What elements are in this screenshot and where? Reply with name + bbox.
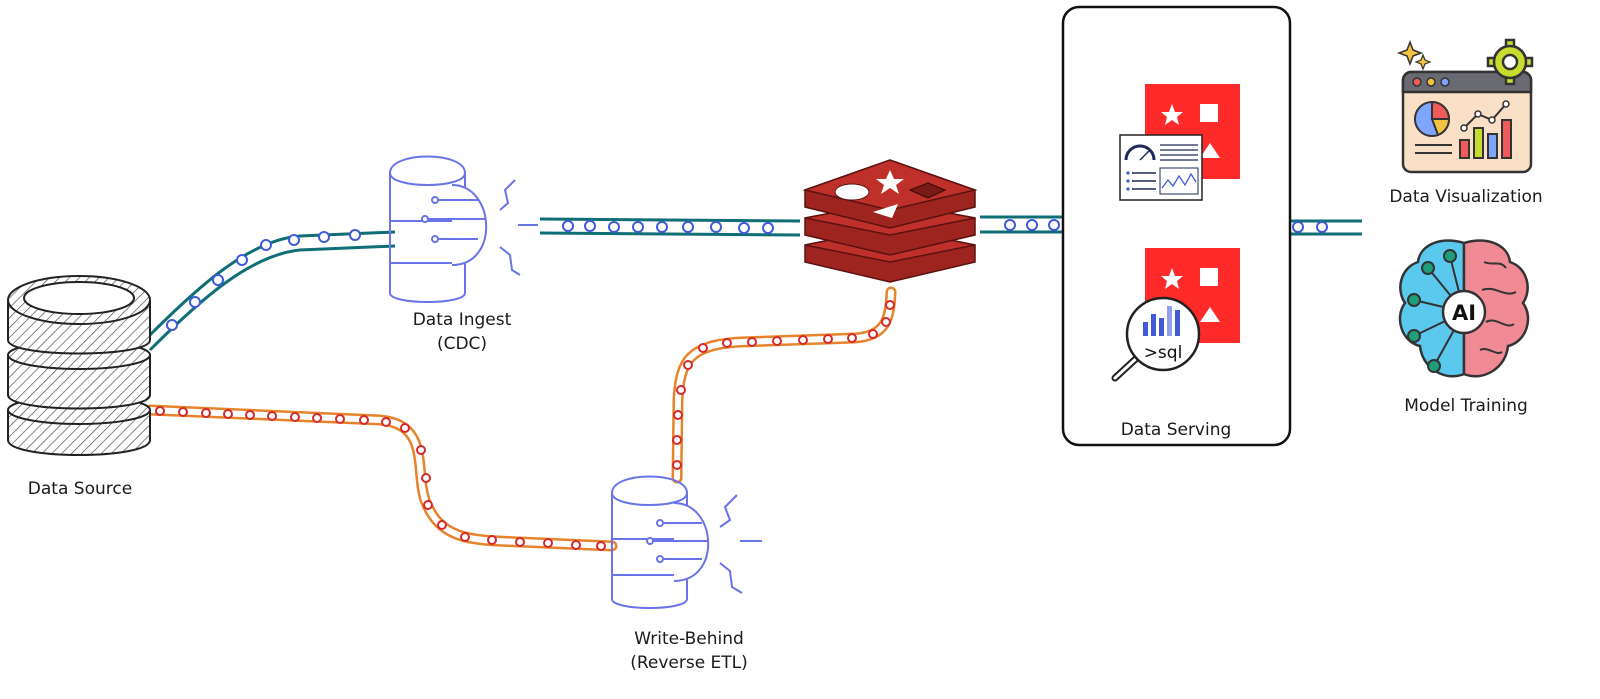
flow-dot — [738, 222, 750, 234]
data-connector-icon — [389, 155, 538, 303]
flow-dot — [672, 435, 682, 445]
flow-dot — [166, 319, 178, 331]
write-behind-flow-dots — [155, 300, 895, 551]
flow-dot — [710, 221, 722, 233]
flow-dot — [335, 414, 345, 424]
flow-dot — [571, 540, 581, 550]
flow-dot — [400, 423, 410, 433]
flow-dot — [562, 220, 574, 232]
flow-dot — [673, 410, 683, 420]
write-behind-sublabel: (Reverse ETL) — [630, 653, 748, 673]
flow-dot — [290, 412, 300, 422]
flow-dot — [260, 239, 272, 251]
flow-dot — [421, 473, 431, 483]
flow-dot — [698, 343, 708, 353]
redis-sql-icon: >sql — [1111, 248, 1240, 382]
ingest-pipe — [148, 230, 396, 352]
consumer-pipe — [1290, 219, 1362, 236]
flow-dot — [515, 537, 525, 547]
flow-dot — [189, 296, 201, 308]
flow-dot — [847, 333, 857, 343]
ai-icon-text: AI — [1452, 301, 1476, 325]
flow-dot — [155, 406, 165, 416]
flow-dot — [267, 411, 277, 421]
flow-dot — [1048, 219, 1060, 231]
flow-dot — [212, 274, 224, 286]
data-serving-label: Data Serving — [1121, 420, 1232, 440]
flow-dot — [632, 221, 644, 233]
ingest-pipe — [539, 217, 801, 237]
flow-dot — [885, 300, 895, 310]
flow-dot — [201, 408, 211, 418]
flow-dot — [722, 338, 732, 348]
flow-dot — [437, 520, 447, 530]
database-icon — [7, 275, 151, 456]
flow-dot — [312, 413, 322, 423]
flow-dot — [608, 221, 620, 233]
flow-dot — [682, 221, 694, 233]
flow-dot — [676, 385, 686, 395]
data-ingest-label: Data Ingest — [413, 310, 512, 330]
flow-dot — [1004, 219, 1016, 231]
flow-dot — [747, 337, 757, 347]
flow-dot — [772, 336, 782, 346]
flow-dot — [881, 317, 891, 327]
flow-dot — [423, 500, 433, 510]
data-ingest-sublabel: (CDC) — [437, 334, 487, 354]
flow-dot — [245, 410, 255, 420]
dashboard-icon — [1396, 38, 1534, 174]
data-visualization-label: Data Visualization — [1389, 187, 1542, 207]
flow-dot — [683, 360, 693, 370]
flow-dot — [460, 532, 470, 542]
flow-dot — [798, 335, 808, 345]
redis-dashboard-icon — [1119, 84, 1240, 201]
flow-dot — [178, 407, 188, 417]
flow-dot — [868, 329, 878, 339]
serving-pipe — [980, 215, 1063, 234]
ai-brain-icon: AI — [1398, 239, 1530, 378]
model-training-label: Model Training — [1404, 396, 1528, 416]
write-behind-label: Write-Behind — [634, 629, 744, 649]
flow-dot — [223, 409, 233, 419]
flow-dot — [656, 221, 668, 233]
flow-dot — [543, 538, 553, 548]
flow-dot — [1026, 219, 1038, 231]
flow-dot — [288, 234, 300, 246]
flow-dot — [1292, 221, 1304, 233]
write-behind-pipe — [671, 286, 897, 484]
flow-dot — [359, 415, 369, 425]
data-connector-icon — [611, 475, 762, 609]
flow-dot — [823, 334, 833, 344]
ingest-flow-dots — [166, 219, 1328, 331]
flow-dot — [762, 222, 774, 234]
flow-dot — [349, 229, 361, 241]
flow-dot — [1316, 221, 1328, 233]
write-behind-pipe — [144, 404, 618, 552]
data-source-label: Data Source — [28, 479, 132, 499]
flow-dot — [381, 417, 391, 427]
flow-dot — [584, 220, 596, 232]
flow-dot — [487, 535, 497, 545]
flow-dot — [236, 254, 248, 266]
redis-cache-icon — [802, 159, 978, 283]
data-serving-box — [1061, 5, 1292, 447]
sql-icon-text: >sql — [1144, 343, 1183, 363]
flow-dot — [596, 541, 606, 551]
flow-dot — [416, 445, 426, 455]
flow-dot — [672, 460, 682, 470]
flow-dot — [318, 231, 330, 243]
